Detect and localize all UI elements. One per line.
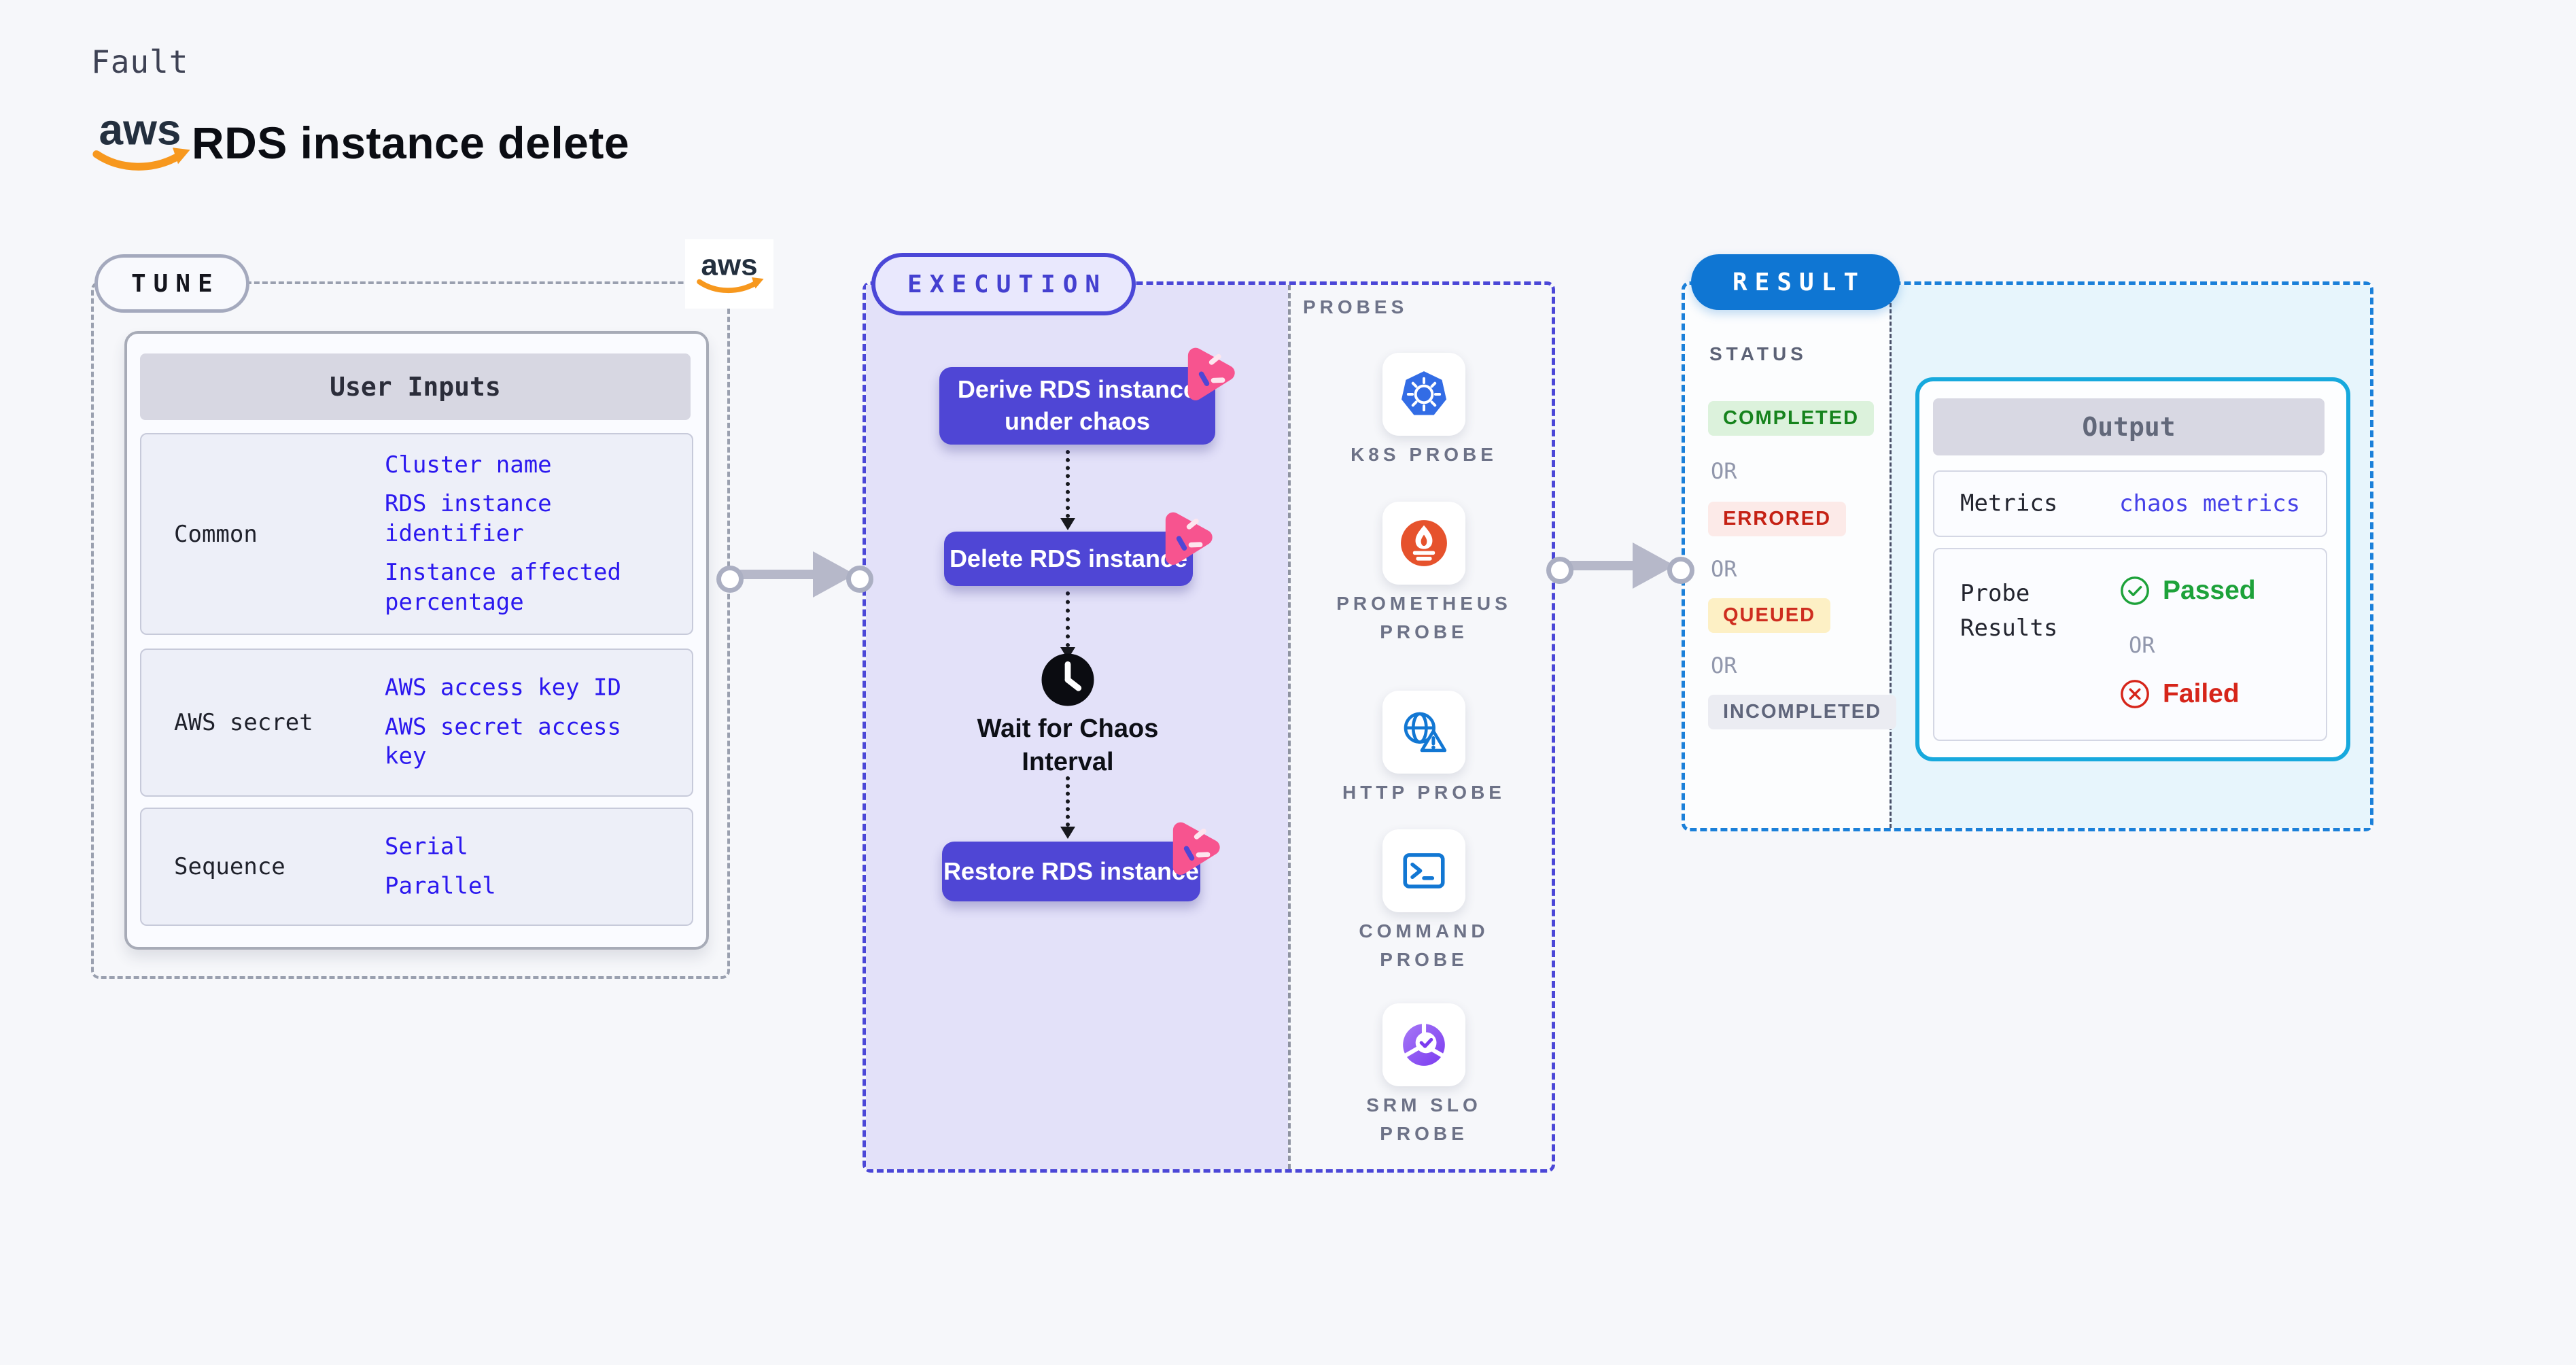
dotted-connector-arrowhead xyxy=(1060,518,1075,530)
flow-node-derive-rds: Derive RDS instance under chaos xyxy=(939,347,1235,445)
or-label: OR xyxy=(1711,556,1737,582)
probe-label: HTTP PROBE xyxy=(1342,782,1505,803)
flow-node-restore-rds: Restore RDS instance xyxy=(942,822,1220,901)
clock-icon xyxy=(1039,651,1096,708)
failed-label: Failed xyxy=(2163,679,2240,708)
flow-node-label: Restore RDS instance xyxy=(943,857,1200,885)
aws-logo-icon-small: aws xyxy=(685,239,773,309)
fault-kicker: Fault xyxy=(91,44,189,80)
verdict-failed: Failed xyxy=(2119,678,2240,710)
input-value: Parallel xyxy=(385,872,496,899)
chaos-fault-icon xyxy=(1172,822,1220,875)
flow-node-delete-rds: Delete RDS instance xyxy=(944,512,1213,586)
connector-dot xyxy=(846,566,873,593)
or-label: OR xyxy=(1711,653,1737,678)
probe-label: PROMETHEUS PROBE xyxy=(1336,593,1512,642)
row-label: Common xyxy=(174,520,258,548)
output-probe-results-row: Probe Results Passed OR Failed xyxy=(1933,548,2327,741)
dotted-connector-arrowhead xyxy=(1060,827,1075,839)
dotted-connector xyxy=(1066,591,1070,647)
aws-smile-arrow-tip xyxy=(173,148,190,165)
status-badge-queued: QUEUED xyxy=(1708,598,1831,633)
execution-probes-divider xyxy=(1288,285,1291,1169)
probe-card-k8s xyxy=(1382,353,1465,436)
or-label: OR xyxy=(2129,632,2155,658)
tune-badge: TUNE xyxy=(94,254,249,313)
user-inputs-row-common: Common Cluster name RDS instance identif… xyxy=(140,433,693,635)
input-value: AWS access key ID xyxy=(385,674,621,702)
verdict-passed: Passed xyxy=(2119,575,2256,606)
probe-results-label: Probe Results xyxy=(1960,580,2058,642)
input-value: AWS secret access key xyxy=(385,713,621,770)
result-badge: RESULT xyxy=(1691,254,1900,310)
input-value: RDS instance identifier xyxy=(385,490,552,547)
row-values: Cluster name RDS instance identifier Ins… xyxy=(385,441,638,627)
passed-label: Passed xyxy=(2163,576,2256,605)
probe-card-command xyxy=(1382,829,1465,912)
flow-node-label: Derive RDS instance under chaos xyxy=(957,375,1198,435)
status-badge-errored: ERRORED xyxy=(1708,502,1847,536)
http-globe-warning-icon xyxy=(1404,712,1447,753)
terminal-icon xyxy=(1403,853,1445,888)
chaos-fault-icon xyxy=(1165,512,1213,565)
probe-label: SRM SLO PROBE xyxy=(1366,1094,1482,1144)
dotted-connector xyxy=(1066,450,1070,518)
prometheus-icon xyxy=(1401,520,1447,566)
user-inputs-card: User Inputs Common Cluster name RDS inst… xyxy=(124,331,709,950)
status-badge-incompleted: INCOMPLETED xyxy=(1708,695,1897,729)
status-heading: STATUS xyxy=(1709,343,1807,364)
check-circle-icon xyxy=(2121,576,2149,605)
output-header: Output xyxy=(1933,398,2325,455)
output-metrics-row: Metrics chaos metrics xyxy=(1933,470,2327,537)
connector-dot xyxy=(1546,557,1573,584)
metrics-label: Metrics xyxy=(1960,489,2058,517)
aws-logo-text: aws xyxy=(99,107,181,154)
aws-smile-swoosh xyxy=(92,150,182,171)
or-label: OR xyxy=(1711,458,1737,484)
slo-pie-check-icon xyxy=(1403,1022,1445,1066)
user-inputs-row-sequence: Sequence Serial Parallel xyxy=(140,808,693,926)
kubernetes-icon xyxy=(1402,371,1446,415)
probe-card-srm-slo xyxy=(1382,1003,1465,1086)
probe-label: K8S PROBE xyxy=(1351,444,1497,465)
output-card: Output Metrics chaos metrics Probe Resul… xyxy=(1915,377,2350,761)
svg-text:aws: aws xyxy=(701,249,757,282)
arrow-tune-to-execution xyxy=(734,570,816,579)
row-values: Serial Parallel xyxy=(385,823,638,910)
input-value: Instance affected percentage xyxy=(385,559,621,616)
row-label: Sequence xyxy=(174,853,285,880)
probe-label: COMMAND PROBE xyxy=(1359,920,1489,970)
status-badge-completed: COMPLETED xyxy=(1708,401,1875,436)
probe-card-http xyxy=(1382,691,1465,774)
input-value: Cluster name xyxy=(385,451,552,479)
input-value: Serial xyxy=(385,833,468,861)
arrow-execution-to-result xyxy=(1563,561,1637,570)
page-title: RDS instance delete xyxy=(192,118,630,168)
x-circle-icon xyxy=(2121,680,2149,708)
execution-badge: EXECUTION xyxy=(871,253,1136,315)
connector-dot xyxy=(716,566,744,593)
dotted-connector xyxy=(1066,776,1070,827)
probes-heading: PROBES xyxy=(1303,296,1408,317)
chaos-fault-icon xyxy=(1187,347,1235,400)
row-label: AWS secret xyxy=(174,709,313,736)
metrics-value: chaos metrics xyxy=(2119,490,2301,517)
result-inner-divider xyxy=(1890,285,1892,828)
probe-card-prometheus xyxy=(1382,502,1465,585)
connector-dot xyxy=(1667,557,1694,584)
wait-interval-label: Wait for Chaos Interval xyxy=(977,714,1159,776)
flow-node-label: Delete RDS instance xyxy=(949,544,1188,572)
tune-section-box xyxy=(91,281,730,979)
aws-logo-icon: aws xyxy=(86,105,194,178)
user-inputs-row-aws-secret: AWS secret AWS access key ID AWS secret … xyxy=(140,649,693,797)
row-values: AWS access key ID AWS secret access key xyxy=(385,664,638,782)
user-inputs-header: User Inputs xyxy=(140,353,691,420)
